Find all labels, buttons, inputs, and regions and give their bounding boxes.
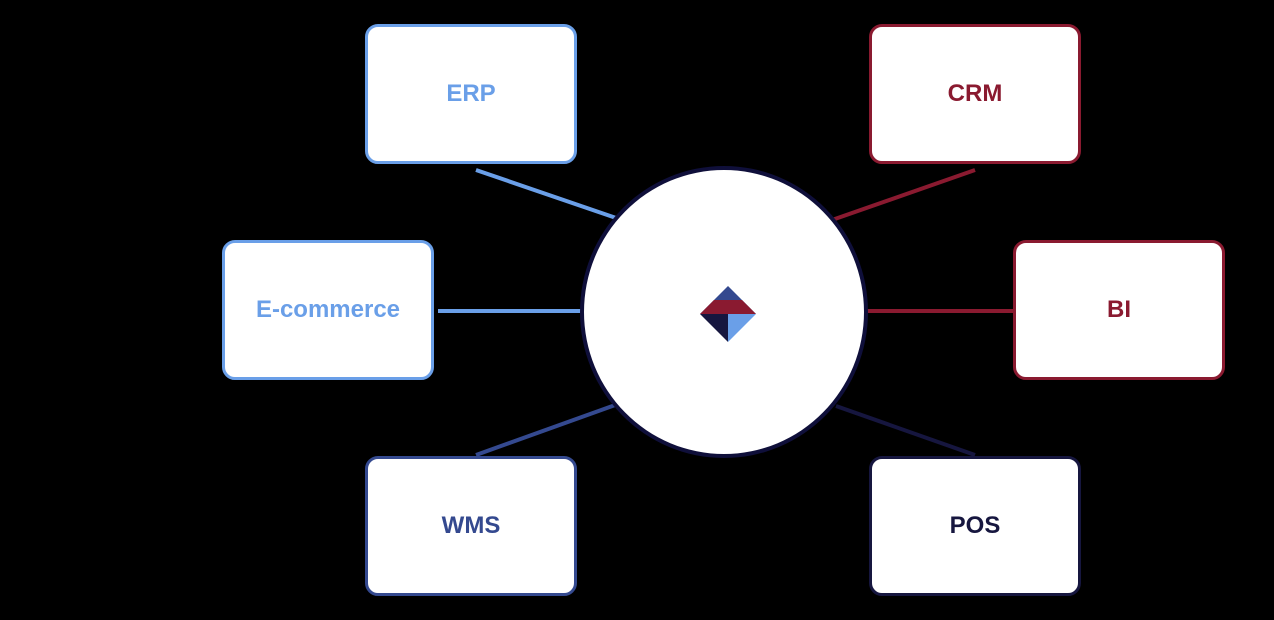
bi-node: BI	[1013, 240, 1225, 380]
diamond-logo-icon	[700, 286, 756, 342]
connector-crm	[831, 168, 976, 222]
logo-red-band	[700, 300, 756, 314]
connector-erp	[475, 168, 623, 222]
ecommerce-node: E-commerce	[222, 240, 434, 380]
wms-node: WMS	[365, 456, 577, 596]
crm-label: CRM	[947, 80, 1003, 107]
connector-wms	[475, 402, 619, 457]
ecommerce-label: E-commerce	[255, 296, 401, 323]
wms-label: WMS	[441, 512, 501, 539]
bi-label: BI	[1107, 296, 1131, 323]
erp-node: ERP	[365, 24, 577, 164]
pos-label: POS	[949, 512, 1001, 539]
logo-bottom-right-facet	[728, 314, 756, 342]
connector-pos	[835, 404, 976, 457]
logo-bottom-left-facet	[700, 314, 728, 342]
crm-node: CRM	[869, 24, 1081, 164]
central-hub	[580, 166, 868, 458]
pos-node: POS	[869, 456, 1081, 596]
erp-label: ERP	[446, 80, 496, 107]
